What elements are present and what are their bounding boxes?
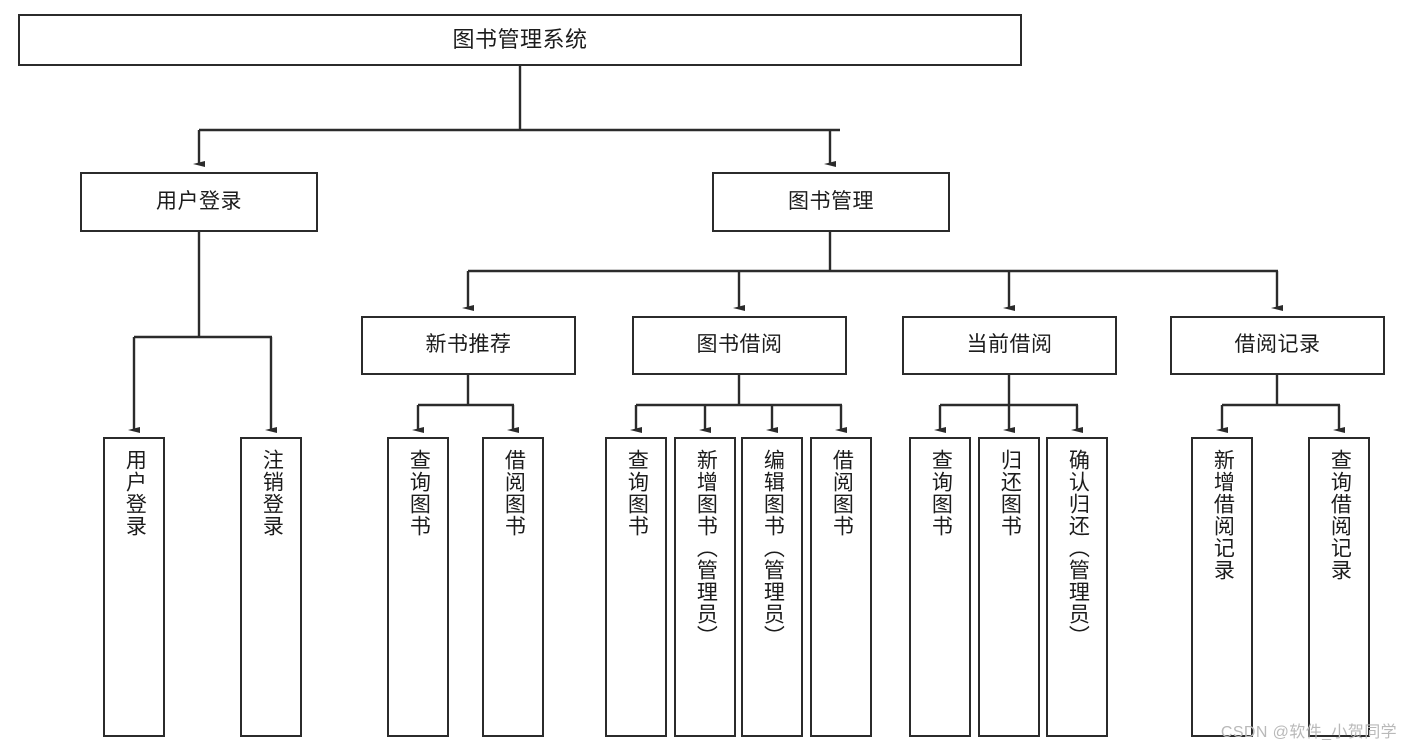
node-borrow-record[interactable]: 借阅记录 [1170, 316, 1385, 375]
node-borrow-record-label: 借阅记录 [1234, 333, 1321, 357]
node-leaf-user-login[interactable]: 用户登录 [103, 437, 165, 737]
node-leaf-borrow-book-1-label: 借阅图书 [502, 449, 526, 537]
node-leaf-borrow-book-2[interactable]: 借阅图书 [810, 437, 872, 737]
node-leaf-return-book-label: 归还图书 [998, 449, 1022, 537]
node-new-book-rec[interactable]: 新书推荐 [361, 316, 576, 375]
node-leaf-return-book[interactable]: 归还图书 [978, 437, 1040, 737]
node-leaf-confirm-return[interactable]: 确认归还（管理员） [1046, 437, 1108, 737]
node-book-borrow-label: 图书借阅 [696, 333, 783, 357]
node-user-login-label: 用户登录 [156, 189, 242, 213]
node-leaf-user-logout-label: 注销登录 [260, 449, 284, 537]
node-leaf-query-record[interactable]: 查询借阅记录 [1308, 437, 1370, 737]
node-root-label: 图书管理系统 [452, 27, 588, 53]
node-leaf-confirm-return-label: 确认归还（管理员） [1066, 449, 1090, 647]
node-leaf-edit-book[interactable]: 编辑图书（管理员） [741, 437, 803, 737]
node-leaf-user-login-label: 用户登录 [123, 449, 147, 537]
node-leaf-add-book-label: 新增图书（管理员） [694, 449, 718, 647]
node-leaf-add-book[interactable]: 新增图书（管理员） [674, 437, 736, 737]
node-new-book-rec-label: 新书推荐 [425, 333, 512, 357]
node-leaf-query-book-3[interactable]: 查询图书 [909, 437, 971, 737]
node-leaf-query-record-label: 查询借阅记录 [1328, 449, 1352, 581]
node-current-borrow-label: 当前借阅 [966, 333, 1053, 357]
node-leaf-query-book-1-label: 查询图书 [407, 449, 431, 537]
node-root[interactable]: 图书管理系统 [18, 14, 1022, 66]
node-leaf-user-logout[interactable]: 注销登录 [240, 437, 302, 737]
node-leaf-add-record-label: 新增借阅记录 [1211, 449, 1235, 581]
node-book-manage-label: 图书管理 [788, 189, 874, 213]
node-leaf-edit-book-label: 编辑图书（管理员） [761, 449, 785, 647]
node-leaf-borrow-book-1[interactable]: 借阅图书 [482, 437, 544, 737]
node-leaf-borrow-book-2-label: 借阅图书 [830, 449, 854, 537]
node-book-borrow[interactable]: 图书借阅 [632, 316, 847, 375]
node-current-borrow[interactable]: 当前借阅 [902, 316, 1117, 375]
csdn-watermark: CSDN @软件_小贺同学 [1220, 724, 1397, 741]
node-leaf-query-book-3-label: 查询图书 [929, 449, 953, 537]
node-book-manage[interactable]: 图书管理 [712, 172, 950, 232]
node-leaf-add-record[interactable]: 新增借阅记录 [1191, 437, 1253, 737]
node-leaf-query-book-1[interactable]: 查询图书 [387, 437, 449, 737]
node-user-login[interactable]: 用户登录 [80, 172, 318, 232]
node-leaf-query-book-2-label: 查询图书 [625, 449, 649, 537]
node-leaf-query-book-2[interactable]: 查询图书 [605, 437, 667, 737]
